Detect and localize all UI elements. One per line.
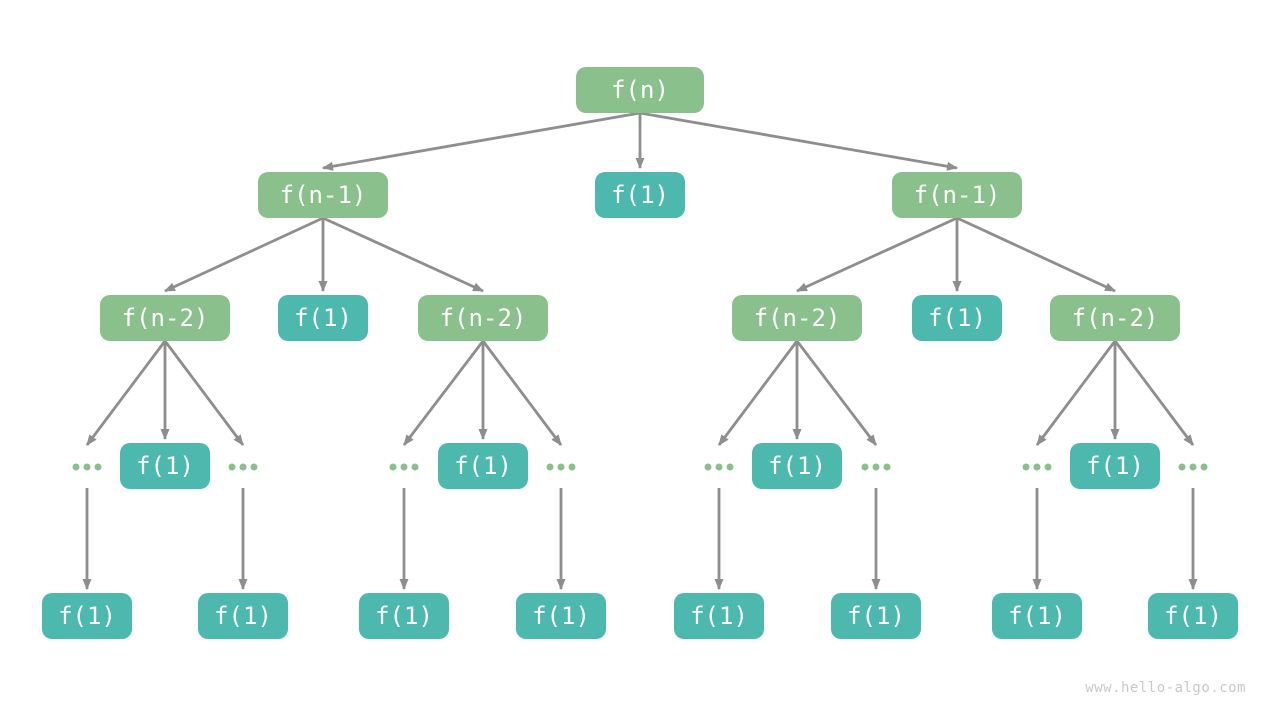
watermark: www.hello-algo.com: [1085, 680, 1246, 696]
tree-node-b5: f(1): [674, 593, 764, 639]
tree-node-fn1R: f(n-1): [892, 172, 1022, 218]
ellipsis-dot: [250, 463, 258, 471]
tree-node-dA2: [228, 463, 258, 471]
tree-node-dB1: [389, 463, 419, 471]
ellipsis-dot: [94, 463, 102, 471]
edge-fn2LR-dB2: [481, 340, 563, 446]
ellipsis-dot: [228, 463, 236, 471]
ellipsis-dot: [726, 463, 734, 471]
ellipsis-dot: [239, 463, 247, 471]
tree-node-b3: f(1): [359, 593, 449, 639]
ellipsis-dot: [1200, 463, 1208, 471]
ellipsis-dot: [1189, 463, 1197, 471]
tree-node-dC1: [704, 463, 734, 471]
tree-node-fn2LL: f(n-2): [100, 295, 230, 341]
tree-node-b4: f(1): [516, 593, 606, 639]
tree-node-b6: f(1): [831, 593, 921, 639]
tree-node-f1_4A: f(1): [120, 443, 210, 489]
edge-fn1L-fn2LR: [322, 216, 484, 293]
ellipsis-dot: [883, 463, 891, 471]
ellipsis-dot: [872, 463, 880, 471]
edge-fn1L-fn2LL: [164, 216, 324, 293]
ellipsis-dot: [1178, 463, 1186, 471]
edge-fn2RR-dD1: [1035, 340, 1117, 446]
edge-fn-fn1L: [322, 111, 641, 171]
tree-node-f1_4C: f(1): [752, 443, 842, 489]
tree-node-f1_3L: f(1): [278, 295, 368, 341]
edge-fn2RL-dC2: [795, 340, 878, 446]
edge-fn2RR-dD2: [1113, 340, 1195, 446]
tree-node-f1_3R: f(1): [912, 295, 1002, 341]
tree-node-dD2: [1178, 463, 1208, 471]
ellipsis-dot: [715, 463, 723, 471]
tree-node-fn2RR: f(n-2): [1050, 295, 1180, 341]
ellipsis-dot: [83, 463, 91, 471]
tree-node-f1_4B: f(1): [438, 443, 528, 489]
tree-node-fn2RL: f(n-2): [732, 295, 862, 341]
tree-node-dC2: [861, 463, 891, 471]
ellipsis-dot: [704, 463, 712, 471]
edge-fn2LR-dB1: [402, 340, 485, 446]
ellipsis-dot: [411, 463, 419, 471]
ellipsis-dot: [557, 463, 565, 471]
tree-node-fn2LR: f(n-2): [418, 295, 548, 341]
tree-node-f1_4D: f(1): [1070, 443, 1160, 489]
tree-node-dD1: [1022, 463, 1052, 471]
edge-fn2RL-dC1: [717, 340, 799, 446]
tree-node-b8: f(1): [1148, 593, 1238, 639]
ellipsis-dot: [546, 463, 554, 471]
tree-node-dB2: [546, 463, 576, 471]
edge-fn2LL-dA2: [163, 340, 245, 446]
tree-node-f1_2M: f(1): [595, 172, 685, 218]
ellipsis-dot: [861, 463, 869, 471]
tree-node-fn: f(n): [576, 67, 704, 113]
edge-fn2LL-dA1: [85, 340, 167, 446]
edge-fn1R-fn2RL: [796, 216, 958, 293]
tree-node-b7: f(1): [992, 593, 1082, 639]
tree-node-b1: f(1): [42, 593, 132, 639]
ellipsis-dot: [400, 463, 408, 471]
ellipsis-dot: [1044, 463, 1052, 471]
ellipsis-dot: [72, 463, 80, 471]
ellipsis-dot: [1033, 463, 1041, 471]
ellipsis-dot: [568, 463, 576, 471]
tree-node-fn1L: f(n-1): [258, 172, 388, 218]
ellipsis-dot: [1022, 463, 1030, 471]
tree-node-dA1: [72, 463, 102, 471]
ellipsis-dot: [389, 463, 397, 471]
edge-fn1R-fn2RR: [956, 216, 1116, 293]
tree-node-b2: f(1): [198, 593, 288, 639]
edge-fn-fn1R: [639, 111, 958, 171]
